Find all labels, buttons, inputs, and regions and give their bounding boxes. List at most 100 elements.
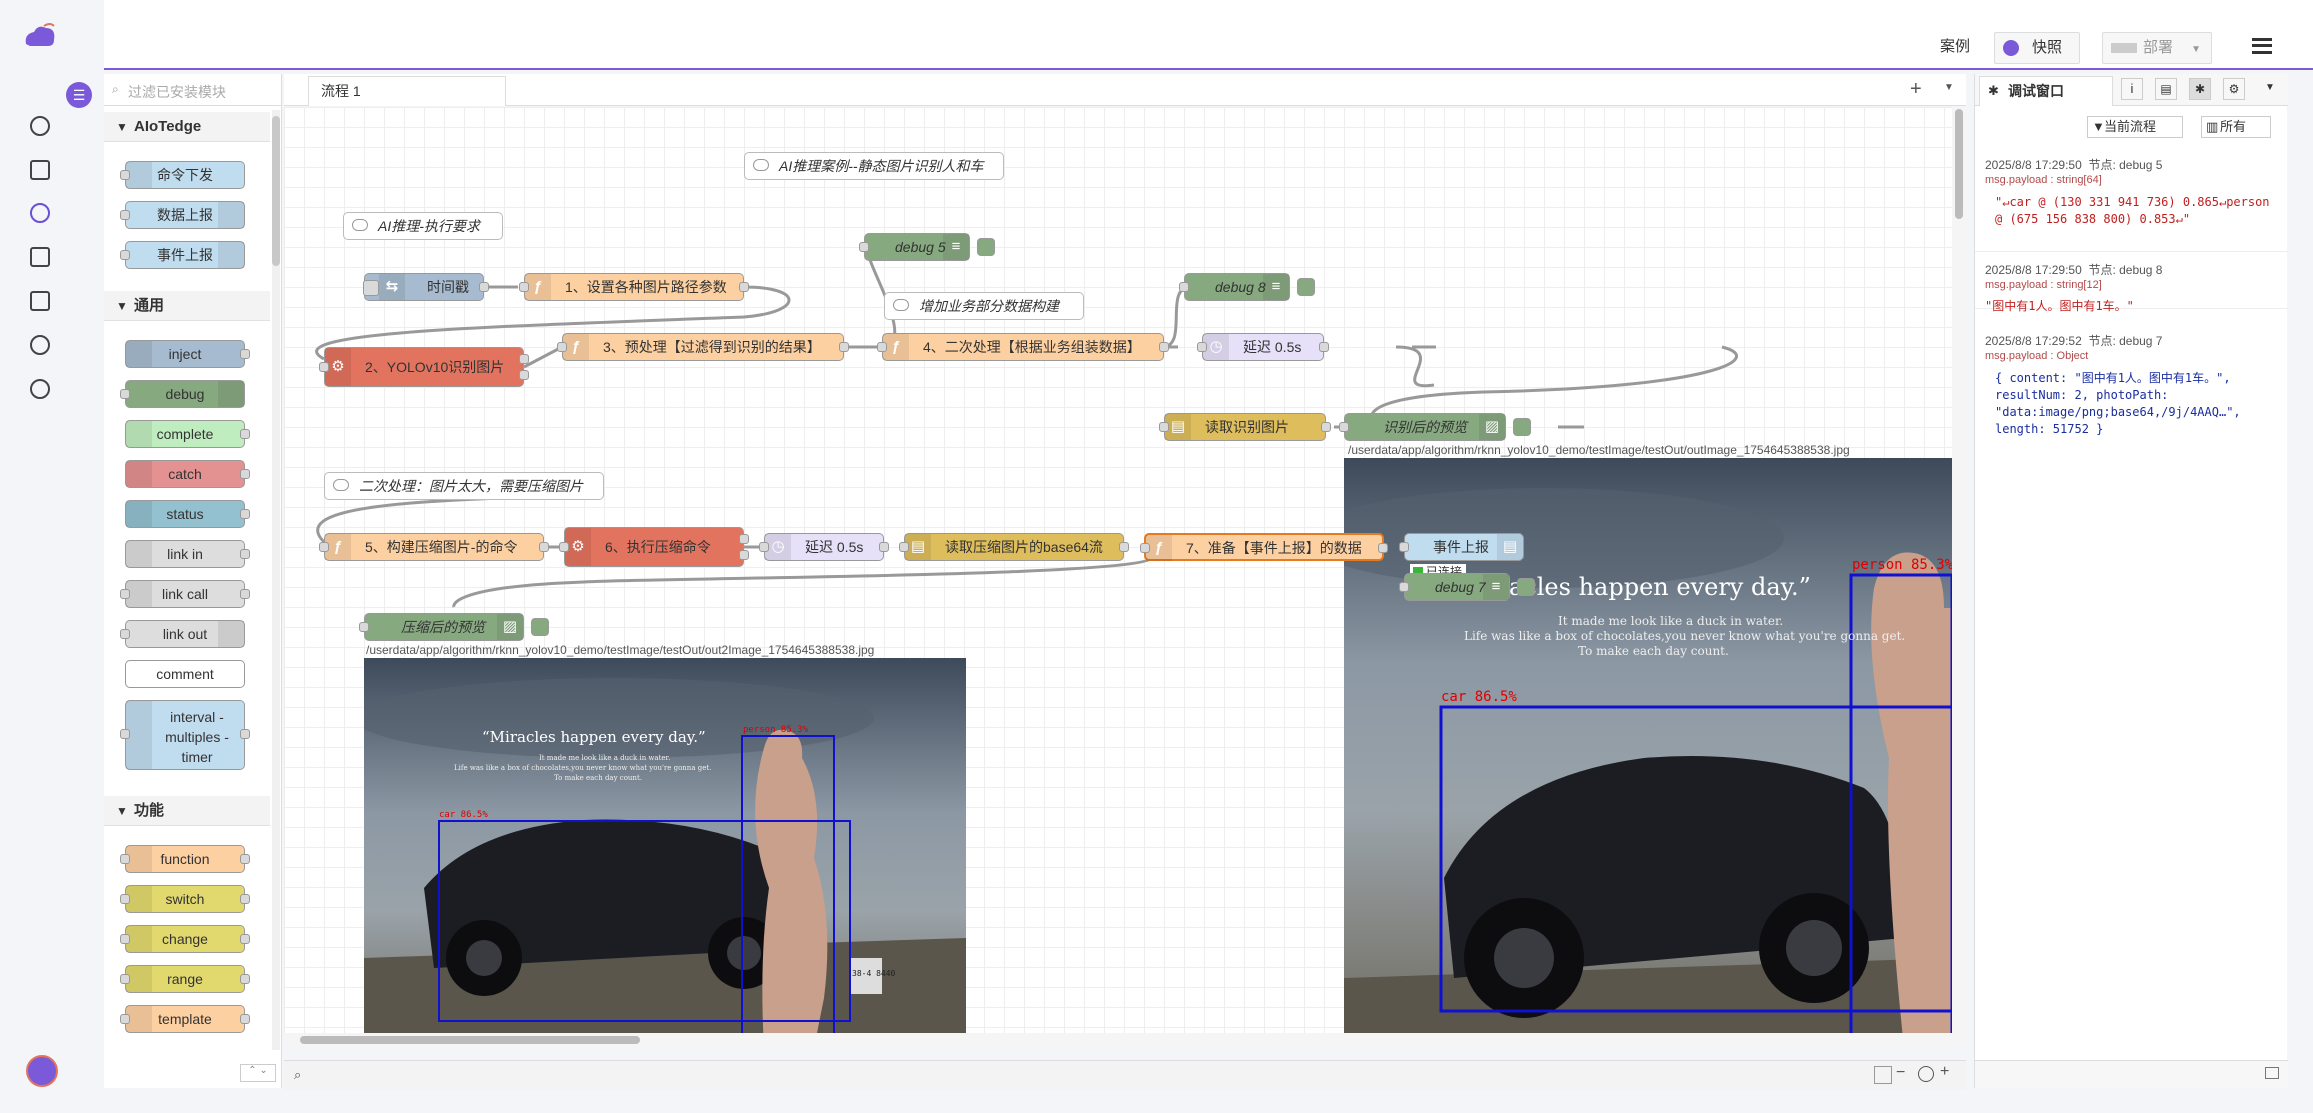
node-read-image[interactable]: ▤ 读取识别图片 <box>1159 413 1331 441</box>
add-tab-icon[interactable]: + <box>1910 78 1922 100</box>
node-preview-1[interactable]: 识别后的预览 ▨ <box>1339 413 1531 441</box>
port <box>120 894 130 904</box>
canvas-vscrollbar[interactable] <box>1952 107 1966 1047</box>
message-body[interactable]: "图中有1人。图中有1车。" <box>1985 299 2134 313</box>
clear-all-button[interactable]: ▥ 所有 <box>2201 116 2271 138</box>
palette-collapse-buttons[interactable]: ⌃ ⌄ <box>240 1064 276 1082</box>
node-debug-8[interactable]: debug 8 ≡ <box>1179 273 1315 301</box>
canvas-hscrollbar[interactable] <box>284 1033 1952 1047</box>
gear-icon[interactable]: ⚙ <box>2223 78 2245 100</box>
palette-scrollbar[interactable] <box>272 110 280 1050</box>
palette-node-debug[interactable]: debug <box>120 380 245 408</box>
node-debug-7[interactable]: debug 7 ≡ <box>1399 573 1535 601</box>
node-exec-compress[interactable]: ⚙ 6、执行压缩命令 <box>559 527 749 567</box>
debug-toggle[interactable] <box>1297 278 1315 296</box>
palette-node-change[interactable]: change <box>120 925 250 953</box>
palette-node-inject[interactable]: inject <box>125 340 250 368</box>
palette-node-link-in[interactable]: link in <box>125 540 250 568</box>
tab-flow-1[interactable]: 流程 1 <box>308 76 506 106</box>
device-icon[interactable] <box>30 247 50 267</box>
palette-node-status[interactable]: status <box>125 500 250 528</box>
node-debug-5[interactable]: debug 5 ≡ <box>859 233 995 261</box>
flow-icon[interactable] <box>30 203 50 223</box>
palette-node-event-report[interactable]: 事件上报 <box>120 241 245 269</box>
node-yolo[interactable]: ⚙ 2、YOLOv10识别图片 <box>319 347 529 387</box>
palette-node-interval[interactable]: interval - multiples - timer <box>120 700 250 770</box>
quote-text-small: “Miracles happen every day.” <box>482 728 706 746</box>
node-preprocess[interactable]: ƒ 3、预处理【过滤得到识别的结果】 <box>557 333 849 361</box>
palette-node-link-call[interactable]: link call <box>120 580 250 608</box>
node-build-cmd[interactable]: ƒ 5、构建压缩图片-的命令 <box>319 533 549 561</box>
node-read-base64[interactable]: ▤ 读取压缩图片的base64流 <box>899 533 1129 561</box>
message-node[interactable]: 节点: debug 7 <box>2088 334 2163 348</box>
palette-node-range[interactable]: range <box>120 965 250 993</box>
navigator-icon[interactable] <box>1874 1066 1892 1084</box>
message-meta: msg.payload : Object <box>1985 350 2089 362</box>
palette-node-link-out[interactable]: link out <box>120 620 245 648</box>
filter-flow-label: 当前流程 <box>2104 119 2157 134</box>
palette-node-command[interactable]: 命令下发 <box>120 161 245 189</box>
category-aiotedge[interactable]: ▼AIoTedge <box>104 112 270 142</box>
debug-tab-icon[interactable]: ✱ <box>2189 78 2211 100</box>
node-label: 1、设置各种图片路径参数 <box>565 279 727 295</box>
zoom-in-icon[interactable]: + <box>1940 1063 1950 1080</box>
category-common[interactable]: ▼通用 <box>104 291 270 321</box>
tab-menu-icon[interactable]: ▼ <box>1944 82 1954 93</box>
cluster-icon[interactable] <box>30 335 50 355</box>
preview-toggle[interactable] <box>531 618 549 636</box>
tab-debug[interactable]: ✱ 调试窗口 <box>1979 76 2113 106</box>
deploy-button[interactable]: 部署 ▼ <box>2102 32 2212 64</box>
debug-toggle[interactable] <box>977 238 995 256</box>
palette-search[interactable]: ⌕ 过滤已安装模块 <box>104 74 282 106</box>
comment-secondary[interactable]: 二次处理：图片太大，需要压缩图片 <box>324 472 604 500</box>
settings-icon[interactable] <box>30 379 50 399</box>
sidebar-menu-icon[interactable]: ▼ <box>2265 82 2275 93</box>
palette-search-input[interactable]: 过滤已安装模块 <box>128 84 226 100</box>
port <box>1339 422 1349 432</box>
zoom-out-icon[interactable]: − <box>1896 1064 1906 1081</box>
search-flow-icon[interactable]: ⌕ <box>294 1067 302 1082</box>
expand-menu-icon[interactable]: ☰ <box>66 82 92 108</box>
dashboard-icon[interactable] <box>30 116 50 136</box>
palette-node-switch[interactable]: switch <box>120 885 250 913</box>
user-avatar[interactable] <box>26 1055 58 1087</box>
node-event-report[interactable]: 事件上报 ▤ <box>1399 533 1524 561</box>
main-menu-icon[interactable] <box>2252 38 2272 54</box>
message-node[interactable]: 节点: debug 5 <box>2088 158 2163 172</box>
case-button[interactable]: 案例 <box>1939 38 1970 55</box>
palette-node-comment[interactable]: comment <box>125 660 245 688</box>
book-icon[interactable]: ▤ <box>2155 78 2177 100</box>
node-secondary-process[interactable]: ƒ 4、二次处理【根据业务组装数据】 <box>877 333 1169 361</box>
node-timestamp[interactable]: ⇆ 时间戳 <box>363 273 489 301</box>
comment-add-business[interactable]: 增加业务部分数据构建 <box>884 292 1084 320</box>
sync-icon[interactable] <box>30 291 50 311</box>
zoom-reset-icon[interactable] <box>1918 1066 1934 1082</box>
palette-node-data-report[interactable]: 数据上报 <box>120 201 245 229</box>
palette-node-complete[interactable]: complete <box>125 420 250 448</box>
preview-toggle[interactable] <box>1513 418 1531 436</box>
category-function[interactable]: ▼功能 <box>104 796 270 826</box>
port <box>519 370 529 380</box>
palette-node-template[interactable]: template <box>120 1005 250 1033</box>
snapshot-button[interactable]: 快照 <box>1994 32 2080 64</box>
palette-node-function[interactable]: function <box>120 845 250 873</box>
node-set-paths[interactable]: ƒ 1、设置各种图片路径参数 <box>519 273 749 301</box>
debug-toggle[interactable] <box>1517 578 1535 596</box>
message-body[interactable]: { content: "图中有1人。图中有1车。", resultNum: 2,… <box>1995 371 2241 436</box>
comment-title[interactable]: AI推理案例--静态图片识别人和车 <box>744 152 1004 180</box>
node-delay-2[interactable]: ◷ 延迟 0.5s <box>759 533 889 561</box>
message-body[interactable]: "↵car @ (130 331 941 736) 0.865↵person @… <box>1995 195 2270 226</box>
popout-icon[interactable] <box>2265 1067 2279 1079</box>
flow-canvas[interactable]: AI推理案例--静态图片识别人和车 AI推理-执行要求 增加业务部分数据构建 二… <box>284 107 1966 1047</box>
edit-icon[interactable] <box>30 160 50 180</box>
node-delay-1[interactable]: ◷ 延迟 0.5s <box>1197 333 1329 361</box>
message-node[interactable]: 节点: debug 8 <box>2088 263 2163 277</box>
node-preview-2[interactable]: 压缩后的预览 ▨ <box>359 613 549 641</box>
node-prepare-event[interactable]: ƒ 7、准备【事件上报】的数据 <box>1140 533 1388 561</box>
palette-node-catch[interactable]: catch <box>125 460 250 488</box>
inject-button[interactable] <box>363 280 379 296</box>
info-icon[interactable]: i <box>2121 78 2143 100</box>
comment-requirement[interactable]: AI推理-执行要求 <box>343 212 503 240</box>
filter-flow-button[interactable]: ▼ 当前流程 <box>2087 116 2183 138</box>
comment-label: 增加业务部分数据构建 <box>919 298 1059 314</box>
